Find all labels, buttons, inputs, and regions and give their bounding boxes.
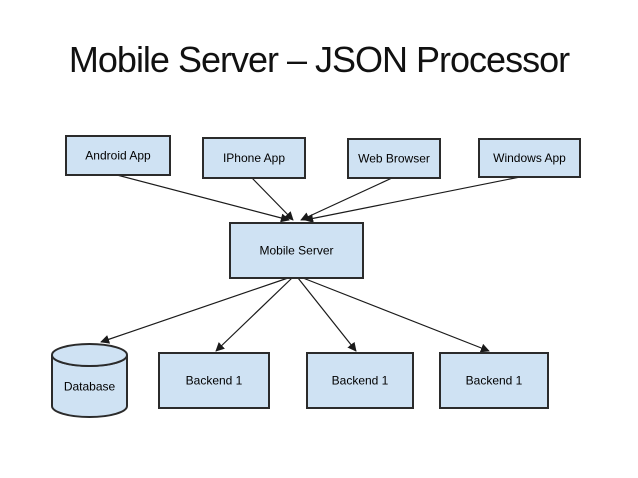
- node-backend-a: Backend 1: [158, 352, 270, 409]
- edge-mobile-server-to-backend-b: [297, 277, 357, 352]
- edge-web-browser-to-mobile-server: [300, 177, 393, 221]
- slide-title: Mobile Server – JSON Processor: [68, 39, 570, 80]
- mobile-server-label: Mobile Server: [259, 244, 333, 258]
- edge-windows-app-to-mobile-server: [304, 175, 526, 223]
- iphone-app-label: IPhone App: [223, 151, 285, 165]
- android-app-box: [65, 135, 171, 176]
- mobile-server-box: [229, 222, 364, 279]
- backend-c-label: Backend 1: [466, 374, 523, 388]
- iphone-app-box: [202, 137, 306, 179]
- database-label: Database: [64, 380, 116, 394]
- web-browser-label: Web Browser: [358, 152, 430, 166]
- node-web-browser: Web Browser: [347, 138, 441, 179]
- nodes-layer: Android App IPhone App Web Browser Windows …: [51, 135, 581, 418]
- edges-layer: [100, 174, 526, 353]
- backend-a-label: Backend 1: [186, 374, 243, 388]
- backend-c-box: [439, 352, 549, 409]
- edge-iphone-app-to-mobile-server: [251, 177, 294, 221]
- backend-a-box: [158, 352, 270, 409]
- edge-mobile-server-to-backend-c: [302, 277, 490, 353]
- android-app-label: Android App: [85, 149, 151, 163]
- backend-b-box: [306, 352, 414, 409]
- backend-b-label: Backend 1: [332, 374, 389, 388]
- edge-mobile-server-to-backend-a: [215, 277, 293, 352]
- edge-android-app-to-mobile-server: [116, 174, 290, 223]
- web-browser-box: [347, 138, 441, 179]
- node-backend-b: Backend 1: [306, 352, 414, 409]
- database-cylinder-lid: [51, 343, 128, 367]
- node-database: Database: [51, 343, 128, 418]
- node-windows-app: Windows App: [478, 138, 581, 178]
- node-android-app: Android App: [65, 135, 171, 176]
- node-backend-c: Backend 1: [439, 352, 549, 409]
- node-mobile-server: Mobile Server: [229, 222, 364, 279]
- node-iphone-app: IPhone App: [202, 137, 306, 179]
- windows-app-label: Windows App: [493, 151, 566, 165]
- windows-app-box: [478, 138, 581, 178]
- edge-mobile-server-to-database: [100, 277, 289, 344]
